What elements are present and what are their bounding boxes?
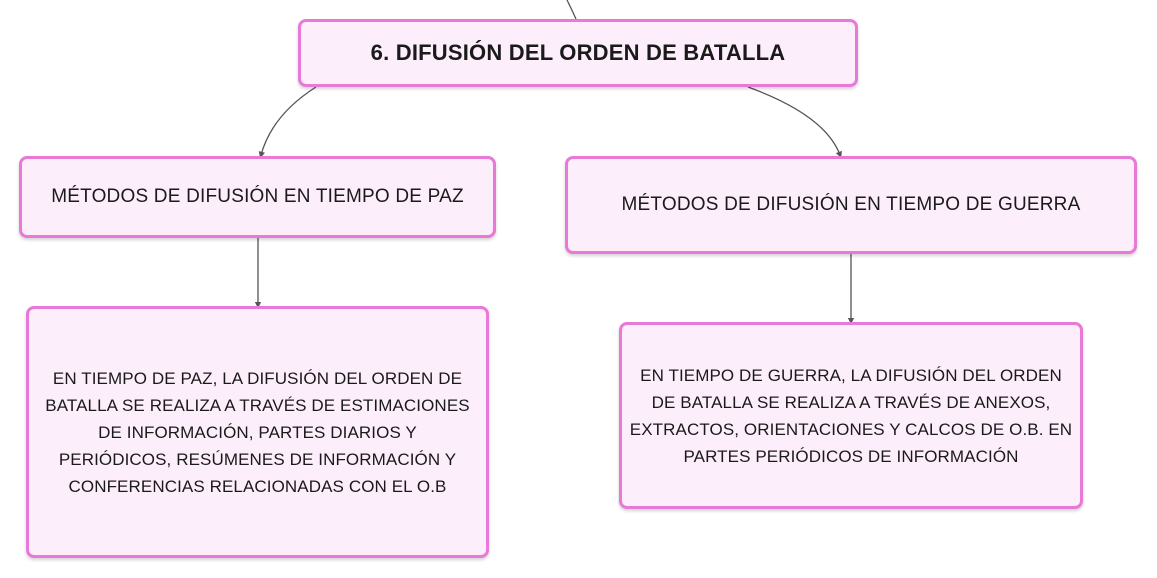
branch-label-peace: MÉTODOS DE DIFUSIÓN EN TIEMPO DE PAZ: [51, 186, 464, 207]
root-node[interactable]: 6. DIFUSIÓN DEL ORDEN DE BATALLA: [298, 19, 858, 87]
detail-text-war: EN TIEMPO DE GUERRA, LA DIFUSIÓN DEL ORD…: [629, 365, 1073, 466]
root-title: 6. DIFUSIÓN DEL ORDEN DE BATALLA: [370, 40, 786, 65]
branch-node-peace[interactable]: MÉTODOS DE DIFUSIÓN EN TIEMPO DE PAZ: [19, 156, 496, 238]
branch-node-war[interactable]: MÉTODOS DE DIFUSIÓN EN TIEMPO DE GUERRA: [565, 156, 1137, 254]
detail-node-peace[interactable]: EN TIEMPO DE PAZ, LA DIFUSIÓN DEL ORDEN …: [26, 306, 489, 558]
branch-label-war: MÉTODOS DE DIFUSIÓN EN TIEMPO DE GUERRA: [621, 194, 1081, 215]
detail-node-war[interactable]: EN TIEMPO DE GUERRA, LA DIFUSIÓN DEL ORD…: [619, 322, 1083, 509]
connector-root-to-peace: [258, 86, 317, 159]
connector-root-to-war: [747, 86, 842, 159]
detail-text-peace: EN TIEMPO DE PAZ, LA DIFUSIÓN DEL ORDEN …: [45, 368, 470, 496]
connector-incoming: [566, 0, 577, 20]
